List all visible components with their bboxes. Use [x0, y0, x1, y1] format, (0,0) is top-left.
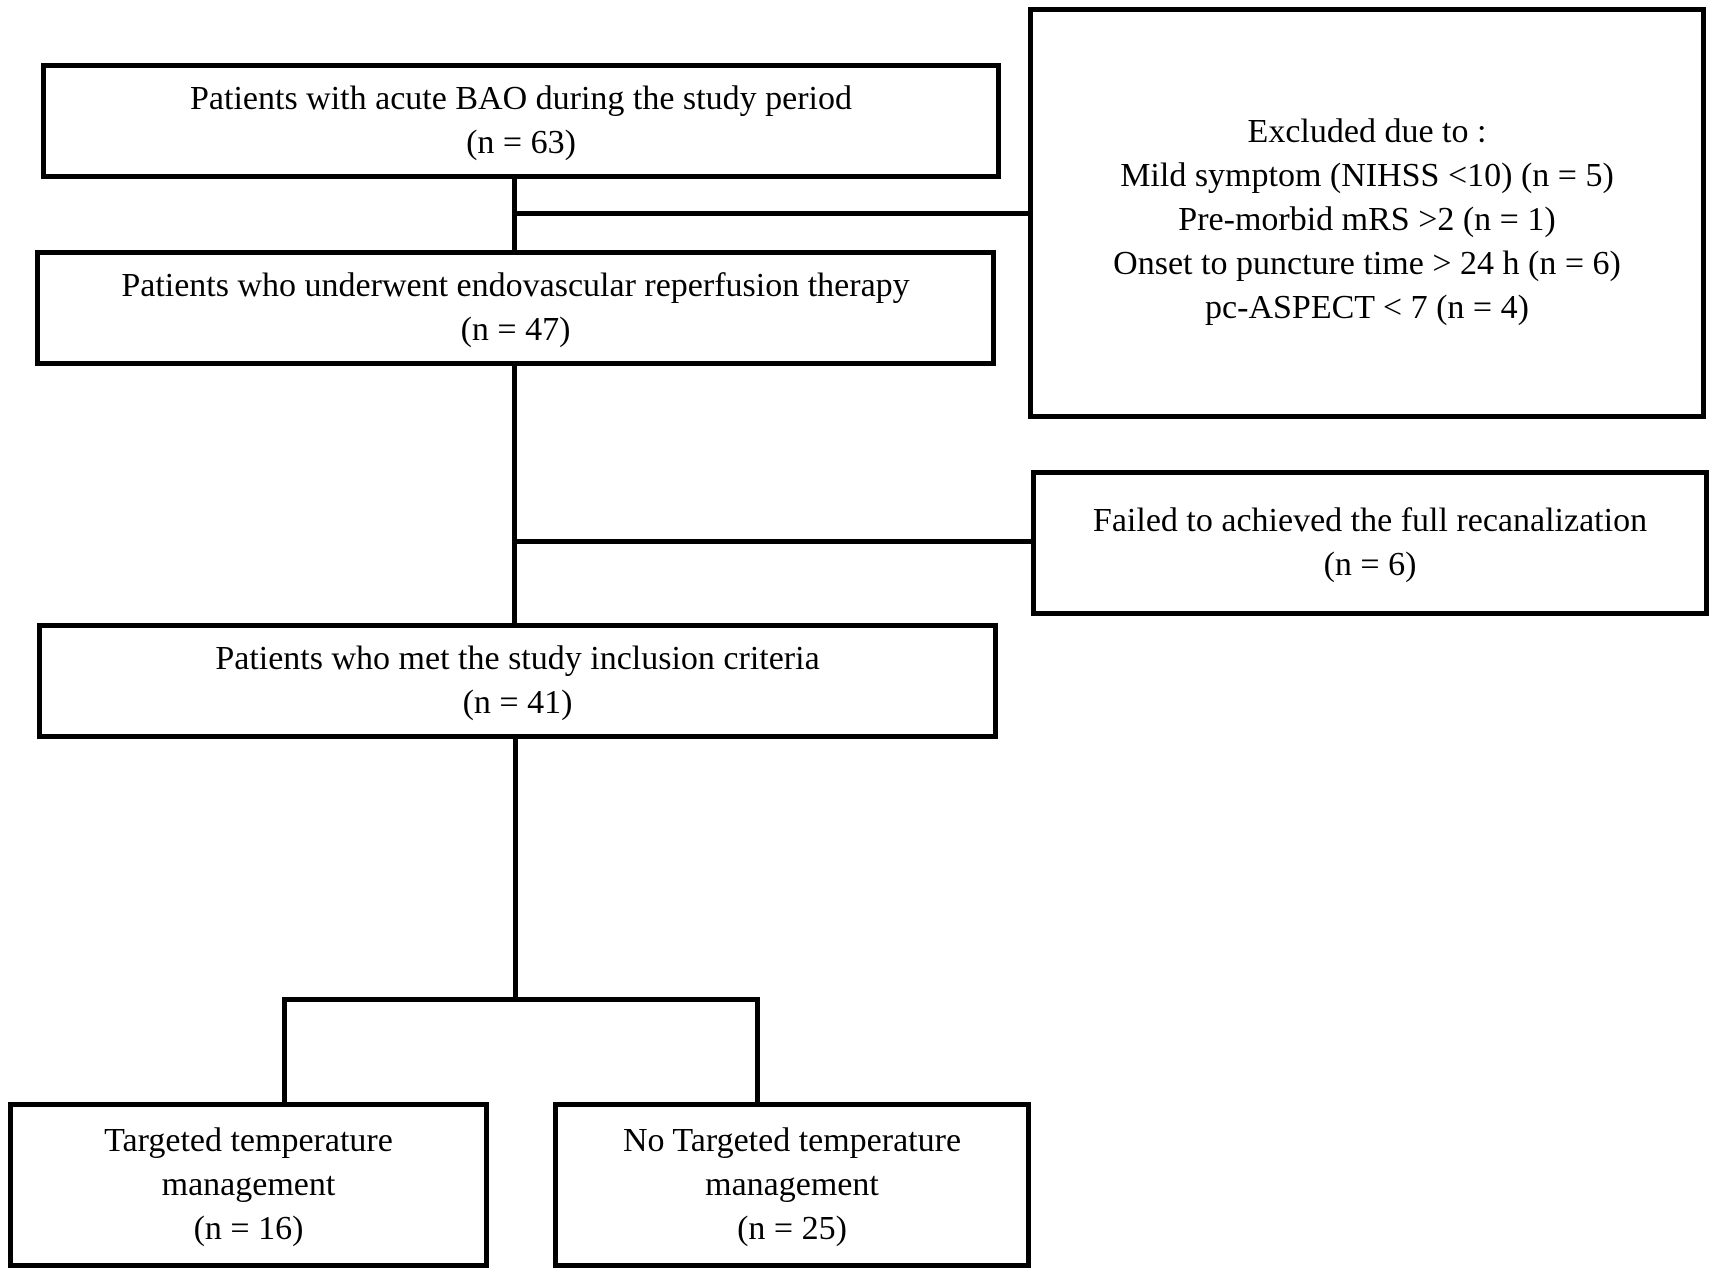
no-targeted-temperature-count: (n = 25) — [737, 1210, 847, 1247]
box-failed-recanalization: Failed to achieved the full recanalizati… — [1031, 470, 1709, 616]
connector-split-to-no-ttm — [755, 997, 760, 1105]
failed-recanalization-count: (n = 6) — [1323, 546, 1417, 583]
box-inclusion-criteria: Patients who met the study inclusion cri… — [37, 623, 998, 739]
excluded-item: Onset to puncture time > 24 h (n = 6) — [1113, 245, 1621, 282]
box-endovascular-therapy: Patients who underwent endovascular repe… — [35, 250, 996, 366]
endovascular-therapy-label: Patients who underwent endovascular repe… — [121, 267, 910, 304]
box-total-patients: Patients with acute BAO during the study… — [41, 63, 1001, 179]
targeted-temperature-count: (n = 16) — [193, 1210, 304, 1247]
excluded-item: Mild symptom (NIHSS <10) (n = 5) — [1120, 157, 1614, 194]
no-targeted-temperature-label-2: management — [705, 1166, 879, 1203]
failed-recanalization-label: Failed to achieved the full recanalizati… — [1092, 502, 1648, 539]
connector-evt-to-included — [512, 362, 517, 627]
connector-to-excluded — [512, 211, 1032, 216]
excluded-item: pc-ASPECT < 7 (n = 4) — [1205, 289, 1529, 326]
total-patients-count: (n = 63) — [466, 124, 576, 161]
total-patients-label: Patients with acute BAO during the study… — [190, 80, 852, 117]
no-targeted-temperature-label: No Targeted temperature — [622, 1122, 962, 1159]
inclusion-criteria-label: Patients who met the study inclusion cri… — [215, 640, 820, 677]
connector-split-to-ttm — [282, 997, 287, 1105]
inclusion-criteria-count: (n = 41) — [462, 684, 573, 721]
box-excluded: Excluded due to : Mild symptom (NIHSS <1… — [1028, 7, 1706, 419]
targeted-temperature-label-2: management — [161, 1166, 336, 1203]
targeted-temperature-label: Targeted temperature — [104, 1122, 393, 1159]
connector-split-horizontal — [282, 997, 760, 1002]
excluded-item: Pre-morbid mRS >2 (n = 1) — [1178, 201, 1556, 238]
box-no-targeted-temperature: No Targeted temperature management (n = … — [553, 1102, 1031, 1268]
endovascular-therapy-count: (n = 47) — [460, 311, 571, 348]
connector-included-to-split — [513, 735, 518, 1001]
excluded-title: Excluded due to : — [1247, 113, 1487, 150]
box-targeted-temperature: Targeted temperature management (n = 16) — [8, 1102, 489, 1268]
connector-to-failed — [517, 539, 1033, 544]
